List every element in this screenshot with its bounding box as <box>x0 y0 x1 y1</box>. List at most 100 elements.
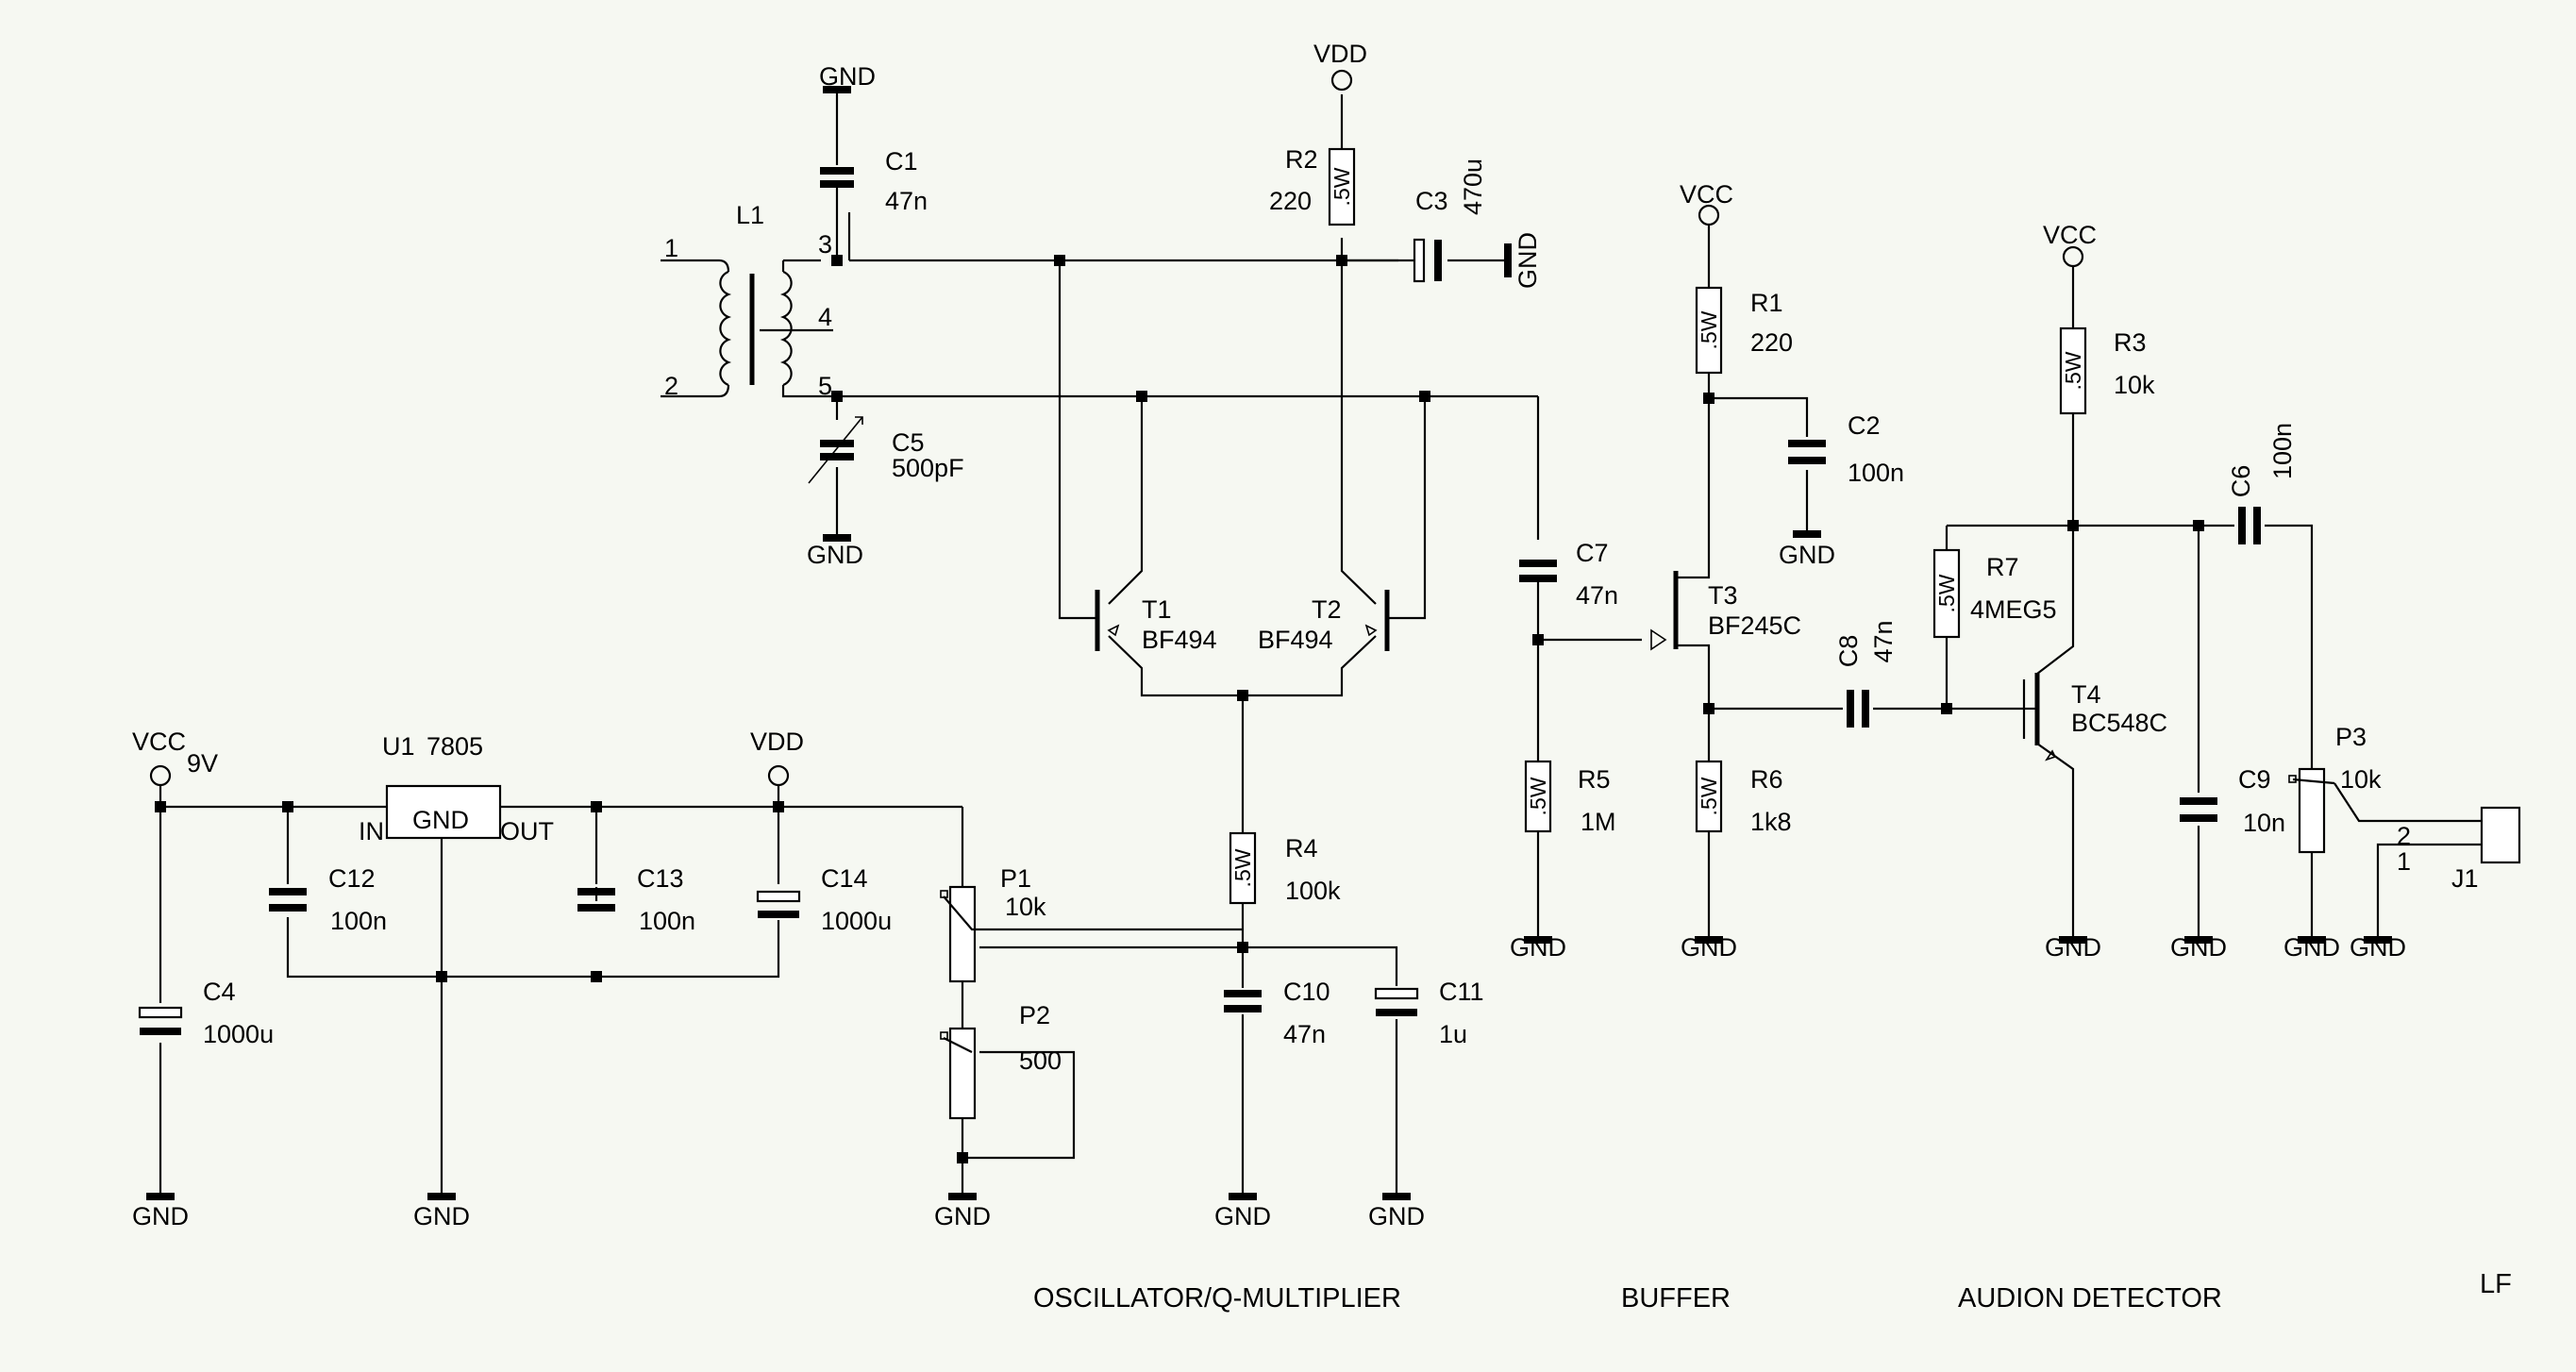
inductor-l1 <box>719 260 833 398</box>
c13-ref: C13 <box>637 864 684 893</box>
p1-value: 10k <box>1005 893 1046 921</box>
c3-value: 470u <box>1459 159 1487 215</box>
c7-value: 47n <box>1576 581 1618 610</box>
vcc-label: VCC <box>2043 221 2097 249</box>
transistors <box>1095 571 2057 761</box>
section-detector: AUDION DETECTOR <box>1958 1283 2222 1313</box>
u1-ref: U1 <box>382 732 415 761</box>
connector-j1 <box>2480 806 2521 864</box>
gnd-label: GND <box>2283 933 2340 962</box>
t4-ref: T4 <box>2071 680 2101 709</box>
gnd-label: GND <box>132 1202 189 1230</box>
t1-ref: T1 <box>1142 595 1172 624</box>
u1-pin-in: IN <box>359 817 384 845</box>
c6-value: 100n <box>2268 423 2297 479</box>
r1-body-label: .5W <box>1697 310 1721 349</box>
c12-ref: C12 <box>328 864 376 893</box>
gnd-label: GND <box>1779 541 1835 569</box>
vcc-label: VCC <box>132 728 186 756</box>
p2-value: 500 <box>1019 1046 1062 1075</box>
r4-ref: R4 <box>1285 834 1318 862</box>
gnd-label: GND <box>2350 933 2406 962</box>
u1-pin-out: OUT <box>500 817 554 845</box>
vdd-label: VDD <box>750 728 804 756</box>
c3-ref: C3 <box>1415 187 1448 215</box>
c11-value: 1u <box>1439 1020 1467 1048</box>
j1-ref: J1 <box>2451 864 2479 893</box>
section-buffer: BUFFER <box>1621 1283 1731 1313</box>
r7-body-label: .5W <box>1934 574 1959 612</box>
r6-ref: R6 <box>1750 765 1783 794</box>
c1-value: 47n <box>885 187 928 215</box>
c2-value: 100n <box>1848 459 1904 487</box>
c2-ref: C2 <box>1848 411 1881 440</box>
potentiometers <box>940 767 2335 1120</box>
c8-value: 47n <box>1869 620 1898 662</box>
c4-ref: C4 <box>203 978 236 1006</box>
j1-pin-1: 1 <box>2397 847 2411 876</box>
vdd-label: VDD <box>1313 40 1367 68</box>
l1-pin-5: 5 <box>818 372 832 400</box>
t3-value: BF245C <box>1708 611 1801 640</box>
gnd-label: GND <box>1368 1202 1425 1230</box>
t2-ref: T2 <box>1312 595 1342 624</box>
c13-value: 100n <box>639 907 695 935</box>
c4-value: 1000u <box>203 1020 274 1048</box>
power-symbols <box>146 69 2392 1200</box>
regulator-u1 <box>385 784 502 840</box>
p3-value: 10k <box>2340 765 2382 794</box>
r4-body-label: .5W <box>1230 848 1255 887</box>
r2-value: 220 <box>1269 187 1312 215</box>
gnd-label: GND <box>807 541 863 569</box>
r7-ref: R7 <box>1986 553 2019 581</box>
c10-ref: C10 <box>1283 978 1330 1006</box>
c14-ref: C14 <box>821 864 868 893</box>
c8-ref: C8 <box>1834 635 1863 668</box>
r1-ref: R1 <box>1750 289 1783 317</box>
c5-value: 500pF <box>892 454 964 482</box>
r2-body-label: .5W <box>1330 167 1354 206</box>
u1-value: 7805 <box>427 732 483 761</box>
gnd-label: GND <box>934 1202 991 1230</box>
c7-ref: C7 <box>1576 539 1609 567</box>
c9-ref: C9 <box>2238 765 2271 794</box>
gnd-label: GND <box>1514 232 1542 289</box>
l1-pin-2: 2 <box>664 372 678 400</box>
r4-value: 100k <box>1285 877 1341 905</box>
wiring <box>159 94 2482 1196</box>
gnd-label: GND <box>1214 1202 1271 1230</box>
r3-body-label: .5W <box>2061 351 2085 390</box>
p3-ref: P3 <box>2335 723 2367 751</box>
gnd-label: GND <box>2170 933 2227 962</box>
section-output: LF <box>2480 1269 2512 1299</box>
gnd-label: GND <box>1681 933 1737 962</box>
r3-ref: R3 <box>2114 328 2147 357</box>
c9-value: 10n <box>2243 809 2285 837</box>
j1-pin-2: 2 <box>2397 822 2411 850</box>
gnd-label: GND <box>1510 933 1566 962</box>
vcc-label: VCC <box>1680 180 1733 209</box>
section-titles: OSCILLATOR/Q-MULTIPLIER BUFFER AUDION DE… <box>1033 1269 2512 1313</box>
t4-value: BC548C <box>2071 709 2167 737</box>
c12-value: 100n <box>330 907 387 935</box>
p2-ref: P2 <box>1019 1001 1050 1029</box>
l1-pin-1: 1 <box>664 234 678 262</box>
l1-pin-4: 4 <box>818 303 832 331</box>
c11-ref: C11 <box>1439 978 1484 1006</box>
c10-value: 47n <box>1283 1020 1326 1048</box>
u1-pin-gnd: GND <box>412 806 469 834</box>
r2-ref: R2 <box>1285 145 1318 174</box>
r7-value: 4MEG5 <box>1970 595 2057 624</box>
vcc-voltage-label: 9V <box>187 749 218 778</box>
r3-value: 10k <box>2114 371 2155 399</box>
r1-value: 220 <box>1750 328 1793 357</box>
resistors: .5W .5W .5W .5W .5W .5W .5W <box>1229 147 2087 905</box>
r6-body-label: .5W <box>1697 777 1721 815</box>
c5-ref: C5 <box>892 428 925 457</box>
r5-body-label: .5W <box>1526 777 1550 815</box>
l1-pin-3: 3 <box>818 230 832 259</box>
junction-dots <box>155 255 2204 1163</box>
r6-value: 1k8 <box>1750 808 1792 836</box>
gnd-label: GND <box>819 62 876 91</box>
